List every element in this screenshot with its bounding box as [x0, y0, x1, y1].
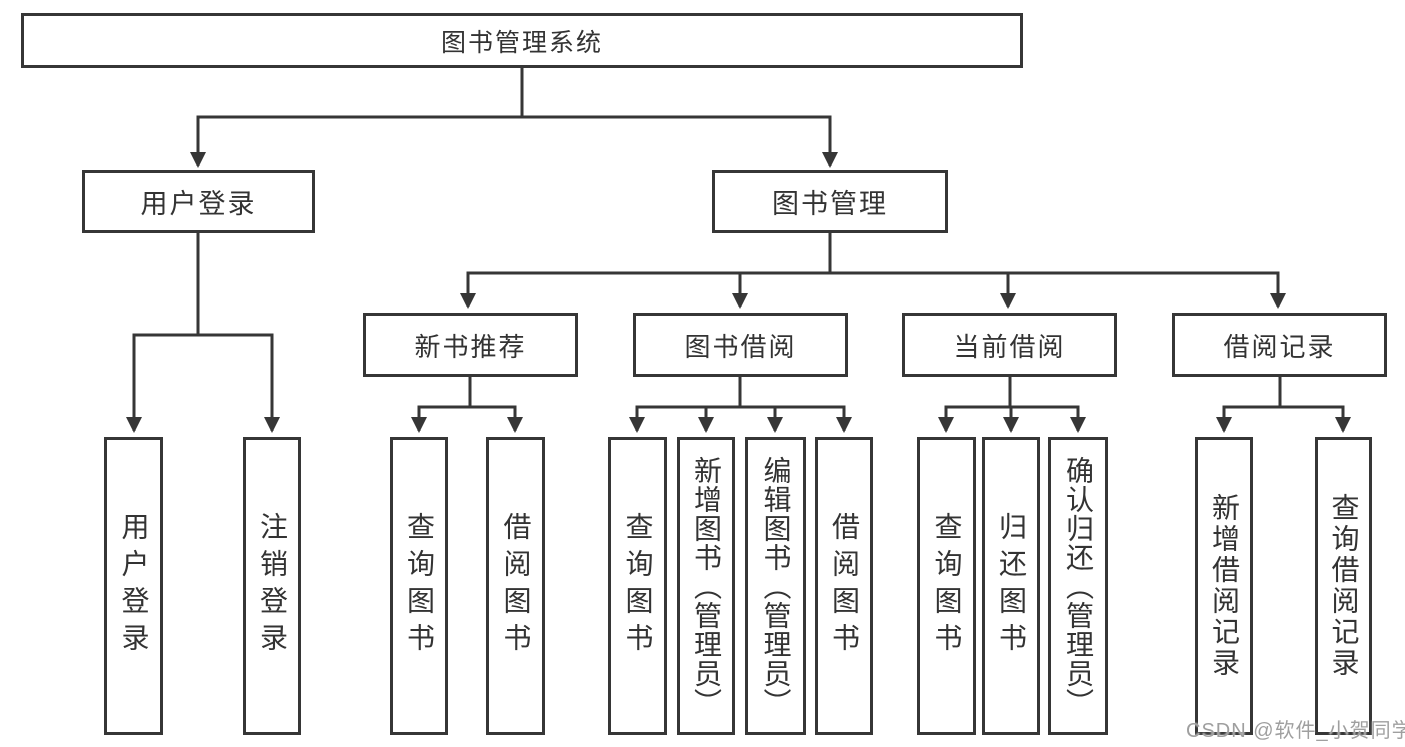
- node-book-management: 图书管理: [712, 170, 948, 233]
- leaf-current-query-books-label: 查询图书: [931, 512, 963, 660]
- connector-book-management-trunk: [466, 231, 1280, 275]
- connector-recommend-trunk: [417, 375, 517, 409]
- leaf-borrowing-query-books: 查询图书: [608, 437, 667, 735]
- leaf-recommend-borrow-books: 借阅图书: [486, 437, 545, 735]
- leaf-query-borrow-record: 查询借阅记录: [1315, 437, 1372, 735]
- leaf-borrowing-borrow-books: 借阅图书: [815, 437, 873, 735]
- node-book-management-label: 图书管理: [772, 189, 888, 219]
- leaf-user-login: 用户登录: [104, 437, 163, 735]
- leaf-return-books: 归还图书: [982, 437, 1040, 735]
- leaf-add-books-admin-label: 新增图书（管理员）: [691, 455, 722, 717]
- leaf-recommend-query-books: 查询图书: [390, 437, 448, 735]
- leaf-edit-books-admin-label: 编辑图书（管理员）: [760, 455, 792, 717]
- node-borrowing-records: 借阅记录: [1172, 313, 1387, 377]
- leaf-logout: 注销登录: [243, 437, 301, 735]
- node-new-book-recommendation: 新书推荐: [363, 313, 578, 377]
- leaf-query-borrow-record-label: 查询借阅记录: [1328, 493, 1360, 679]
- connector-current-trunk: [944, 375, 1080, 409]
- node-borrowing-records-label: 借阅记录: [1223, 331, 1336, 362]
- leaf-recommend-query-books-label: 查询图书: [404, 512, 435, 660]
- node-book-borrowing: 图书借阅: [633, 313, 848, 377]
- leaf-add-borrow-record-label: 新增借阅记录: [1209, 493, 1240, 679]
- leaf-current-query-books: 查询图书: [917, 437, 976, 735]
- leaf-confirm-return-admin-label: 确认归还（管理员）: [1063, 455, 1094, 717]
- watermark: CSDN @软件_小贺同学: [1186, 720, 1405, 742]
- connector-records-trunk: [1222, 375, 1345, 409]
- leaf-user-login-label: 用户登录: [118, 512, 150, 660]
- node-root: 图书管理系统: [21, 13, 1023, 68]
- leaf-recommend-borrow-books-label: 借阅图书: [500, 512, 532, 660]
- node-new-book-recommendation-label: 新书推荐: [414, 331, 527, 362]
- connector-root-trunk: [196, 66, 832, 119]
- connector-user-login-trunk: [132, 231, 274, 337]
- leaf-confirm-return-admin: 确认归还（管理员）: [1048, 437, 1108, 735]
- leaf-logout-label: 注销登录: [257, 512, 288, 660]
- node-book-borrowing-label: 图书借阅: [684, 331, 797, 362]
- leaf-borrowing-query-books-label: 查询图书: [622, 512, 654, 660]
- node-user-login-label: 用户登录: [140, 189, 257, 219]
- node-root-label: 图书管理系统: [440, 28, 603, 57]
- node-user-login: 用户登录: [82, 170, 315, 233]
- leaf-return-books-label: 归还图书: [996, 512, 1027, 660]
- node-current-borrowing-label: 当前借阅: [953, 331, 1066, 362]
- node-current-borrowing: 当前借阅: [902, 313, 1117, 377]
- leaf-edit-books-admin: 编辑图书（管理员）: [745, 437, 806, 735]
- leaf-add-books-admin: 新增图书（管理员）: [677, 437, 735, 735]
- connector-borrowing-trunk: [635, 375, 846, 409]
- leaf-add-borrow-record: 新增借阅记录: [1195, 437, 1253, 735]
- leaf-borrowing-borrow-books-label: 借阅图书: [829, 512, 860, 660]
